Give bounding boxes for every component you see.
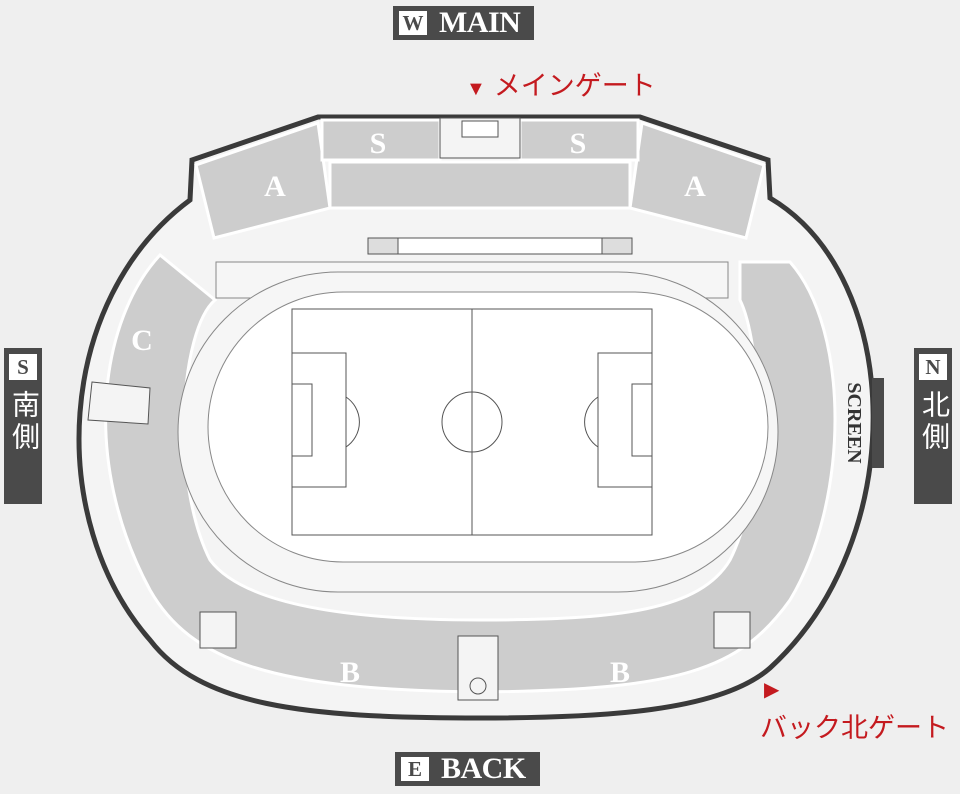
gate-box-left — [199, 611, 237, 649]
section-s-left: S — [370, 127, 387, 160]
press-bar-right — [601, 237, 633, 255]
badge-main-letter: W — [399, 11, 427, 35]
back-north-gate-marker: ▶ — [764, 672, 787, 703]
badge-back-letter: E — [401, 757, 429, 781]
main-gate-marker-icon: ▼ — [466, 78, 486, 100]
gate-box-right — [713, 611, 751, 649]
main-gate: ▼ メインゲート — [466, 64, 656, 103]
badge-south-label: 南側 — [8, 390, 39, 454]
back-north-gate: バック北ゲート — [760, 706, 949, 745]
badge-back-label: BACK — [441, 752, 526, 785]
main-gate-label: メインゲート — [493, 71, 656, 101]
badge-north-letter: N — [919, 354, 947, 380]
soccer-pitch — [291, 308, 653, 536]
royal-box-inner — [461, 120, 499, 138]
badge-south: S 南側 — [4, 348, 42, 504]
screen-label: SCREEN — [843, 382, 865, 464]
stand-a-right — [628, 120, 766, 240]
badge-main-label: MAIN — [439, 6, 521, 39]
screen-board — [872, 378, 884, 468]
back-north-gate-marker-icon: ▶ — [764, 679, 780, 701]
badge-north-label: 北側 — [918, 390, 949, 454]
section-b-left: B — [340, 656, 360, 689]
badge-back: E BACK — [395, 752, 540, 786]
badge-south-letter: S — [9, 354, 37, 380]
press-bar — [367, 237, 633, 255]
back-entrance — [457, 635, 499, 701]
section-a-right: A — [684, 170, 706, 203]
infield — [207, 291, 769, 563]
badge-north: N 北側 — [914, 348, 952, 504]
section-c: C — [131, 324, 153, 357]
section-s-right: S — [570, 127, 587, 160]
section-a-left: A — [264, 170, 286, 203]
press-bar-left — [367, 237, 399, 255]
stand-c-opening — [87, 381, 151, 425]
back-north-gate-label: バック北ゲート — [760, 713, 949, 743]
seating-ring — [104, 252, 837, 694]
back-entrance-circle — [469, 677, 487, 695]
badge-main: W MAIN — [393, 6, 535, 40]
main-stand-lower — [328, 160, 632, 210]
section-b-right: B — [610, 656, 630, 689]
